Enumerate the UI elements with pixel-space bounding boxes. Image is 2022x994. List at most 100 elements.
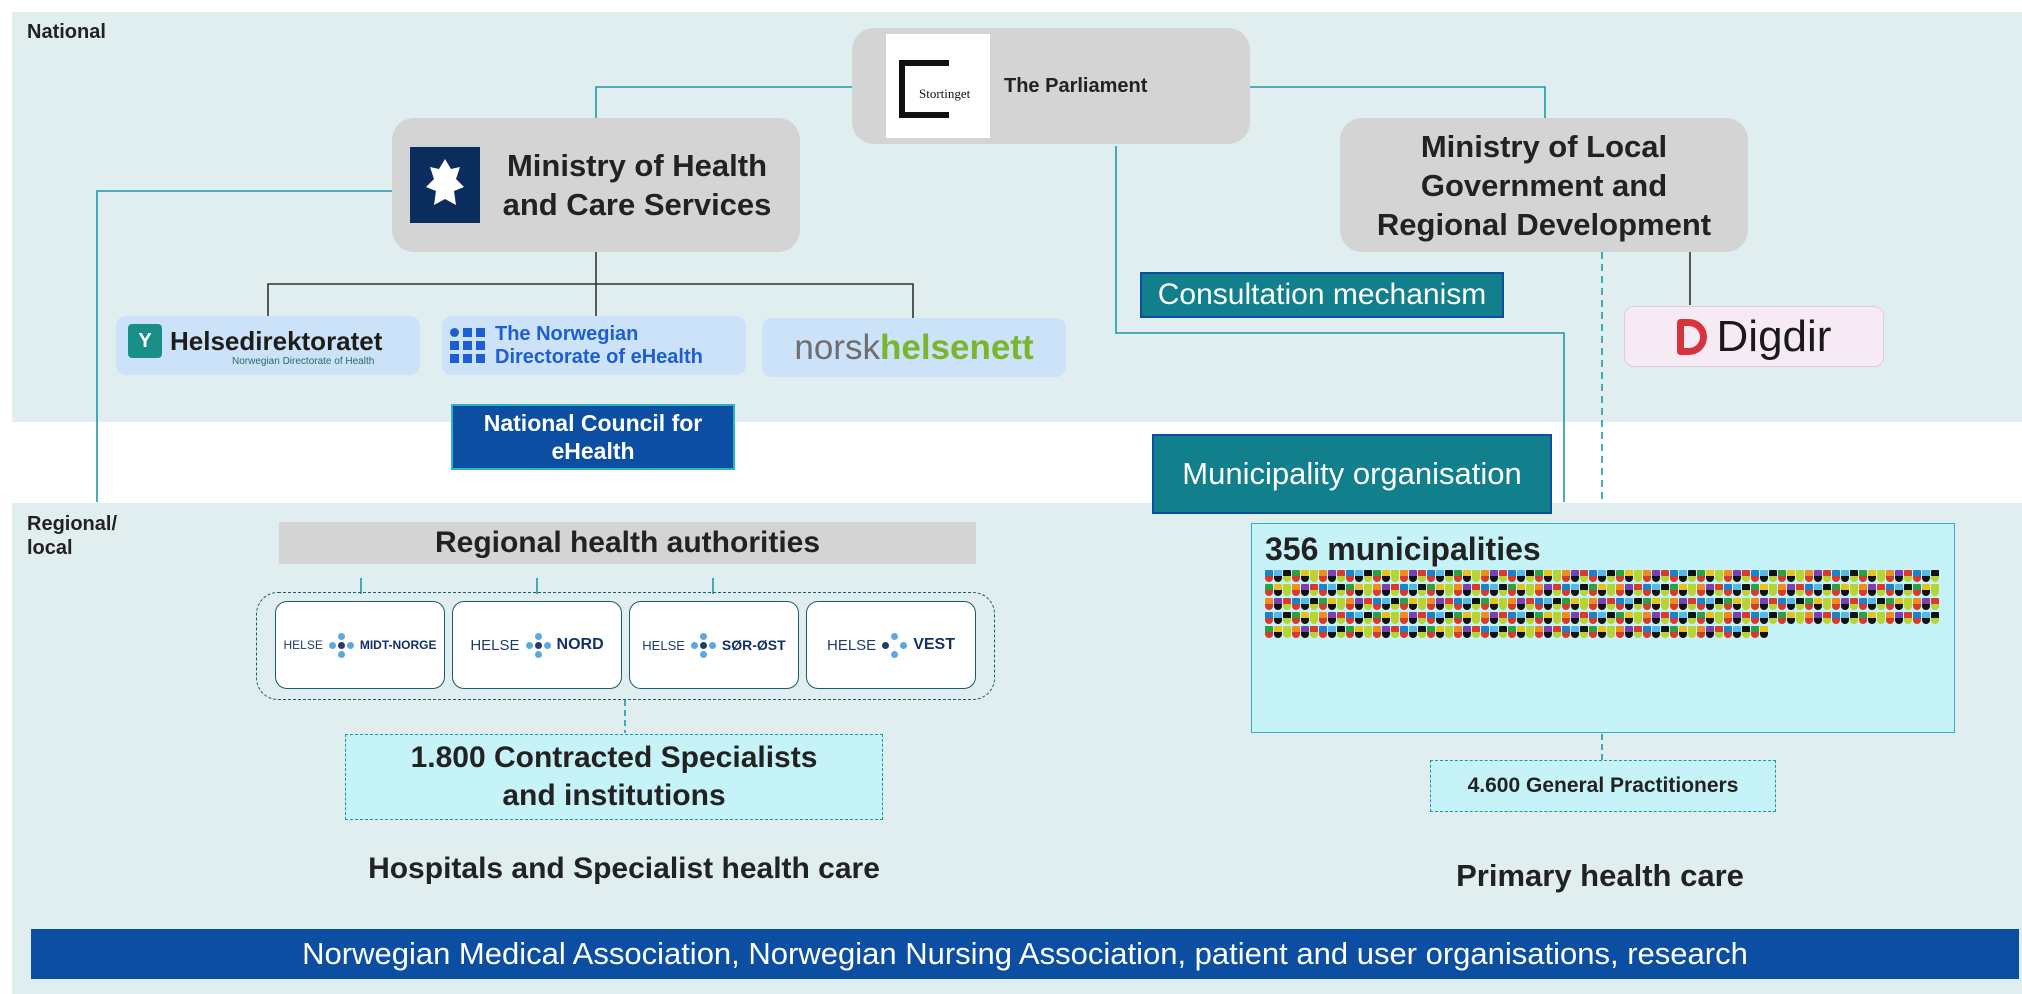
municipality-crest-icon [1643,612,1651,624]
municipality-crest-icon [1724,612,1732,624]
municipality-crest-icon [1895,598,1903,610]
specialists-box: 1.800 Contracted Specialists and institu… [345,734,883,820]
municipality-crest-icon [1310,612,1318,624]
helse-region-name: NORD [556,636,604,653]
municipality-crest-icon [1886,612,1894,624]
municipality-crest-icon [1778,612,1786,624]
municipality-crest-icon [1814,570,1822,582]
municipality-crest-icon [1580,584,1588,596]
municipality-crest-icon [1670,626,1678,638]
ehealth-dots-icon [450,328,485,363]
municipality-crest-icon [1769,598,1777,610]
municipality-crest-icon [1319,584,1327,596]
municipality-crest-icon [1868,612,1876,624]
municipality-crest-icon [1472,626,1480,638]
municipality-crest-icon [1463,626,1471,638]
municipality-crest-icon [1382,584,1390,596]
municipality-crest-icon [1625,570,1633,582]
municipality-crest-icon [1580,612,1588,624]
digdir-d-icon [1676,318,1707,355]
municipality-crest-icon [1679,626,1687,638]
municipality-crest-icon [1697,626,1705,638]
municipality-crest-icon [1760,626,1768,638]
municipality-crest-icon [1553,626,1561,638]
municipality-crest-icon [1544,570,1552,582]
municipality-crest-icon [1778,598,1786,610]
municipality-crest-icon [1571,570,1579,582]
municipality-crest-icon [1454,570,1462,582]
municipality-crest-icon [1328,612,1336,624]
municipality-crest-icon [1310,598,1318,610]
municipality-crest-icon [1436,612,1444,624]
municipality-crest-icon [1922,584,1930,596]
helse-dots-icon [882,632,908,658]
municipality-crest-icon [1445,584,1453,596]
municipality-crest-icon [1445,626,1453,638]
municipality-crest-icon [1616,570,1624,582]
municipality-crest-icon [1850,598,1858,610]
municipality-crest-icon [1427,570,1435,582]
municipality-crest-icon [1319,612,1327,624]
municipality-crest-icon [1841,584,1849,596]
municipality-crest-icon [1463,584,1471,596]
municipality-crest-icon [1598,570,1606,582]
municipality-crest-icon [1382,570,1390,582]
municipality-crest-icon [1706,570,1714,582]
ehealth-directorate-logo: The Norwegian Directorate of eHealth [442,316,746,375]
ministry-health-box: Ministry of Health and Care Services [392,118,800,252]
municipality-crest-icon [1868,584,1876,596]
municipality-crest-icon [1931,598,1939,610]
municipality-crest-icon [1364,584,1372,596]
municipality-crest-icon [1598,626,1606,638]
municipality-crest-icon [1454,626,1462,638]
municipality-crest-icon [1859,612,1867,624]
municipality-crest-icon [1445,598,1453,610]
municipality-crest-icon [1544,584,1552,596]
municipality-crest-icon [1265,570,1273,582]
helse-dots-icon [328,632,354,658]
municipality-crest-icon [1760,570,1768,582]
municipality-crest-icon [1292,626,1300,638]
nhn-part2: helsenett [879,327,1034,367]
municipality-crest-icon [1274,598,1282,610]
municipality-crest-icon [1787,584,1795,596]
municipality-crest-icon [1859,570,1867,582]
municipality-crest-icon [1409,626,1417,638]
municipality-crest-icon [1472,612,1480,624]
national-council-label: National Council for eHealth [483,410,703,464]
municipality-crest-icon [1598,584,1606,596]
municipality-crest-icon [1931,612,1939,624]
municipality-crest-icon [1742,626,1750,638]
municipality-crest-icon [1688,584,1696,596]
municipality-crest-icon [1337,570,1345,582]
municipality-crest-icon [1616,584,1624,596]
municipality-crest-icon [1796,598,1804,610]
municipality-crest-icon [1355,598,1363,610]
municipality-crest-icon [1904,612,1912,624]
municipality-crest-icon [1481,626,1489,638]
municipality-crest-icon [1661,612,1669,624]
municipality-crest-icon [1679,570,1687,582]
municipality-crest-icon [1463,570,1471,582]
municipality-crest-icon [1283,584,1291,596]
footer-label: Norwegian Medical Association, Norwegian… [302,936,1748,971]
municipality-crest-icon [1427,626,1435,638]
municipality-crest-icon [1391,584,1399,596]
municipality-crest-icon [1292,570,1300,582]
municipality-crest-icon [1301,584,1309,596]
municipality-crest-icon [1661,584,1669,596]
municipality-crest-icon [1823,584,1831,596]
municipality-crest-icon [1301,598,1309,610]
municipality-crest-icon [1823,598,1831,610]
municipality-crest-icon [1796,612,1804,624]
municipality-crest-icon [1454,584,1462,596]
municipality-crest-icon [1733,626,1741,638]
municipality-crest-icon [1265,626,1273,638]
municipality-crest-icon [1328,570,1336,582]
municipality-crest-icon [1670,598,1678,610]
municipality-crest-icon [1859,584,1867,596]
municipalities-title: 356 municipalities [1265,531,1541,567]
municipality-crest-icon [1481,612,1489,624]
municipality-crest-icon [1778,570,1786,582]
municipality-crest-icon [1742,584,1750,596]
